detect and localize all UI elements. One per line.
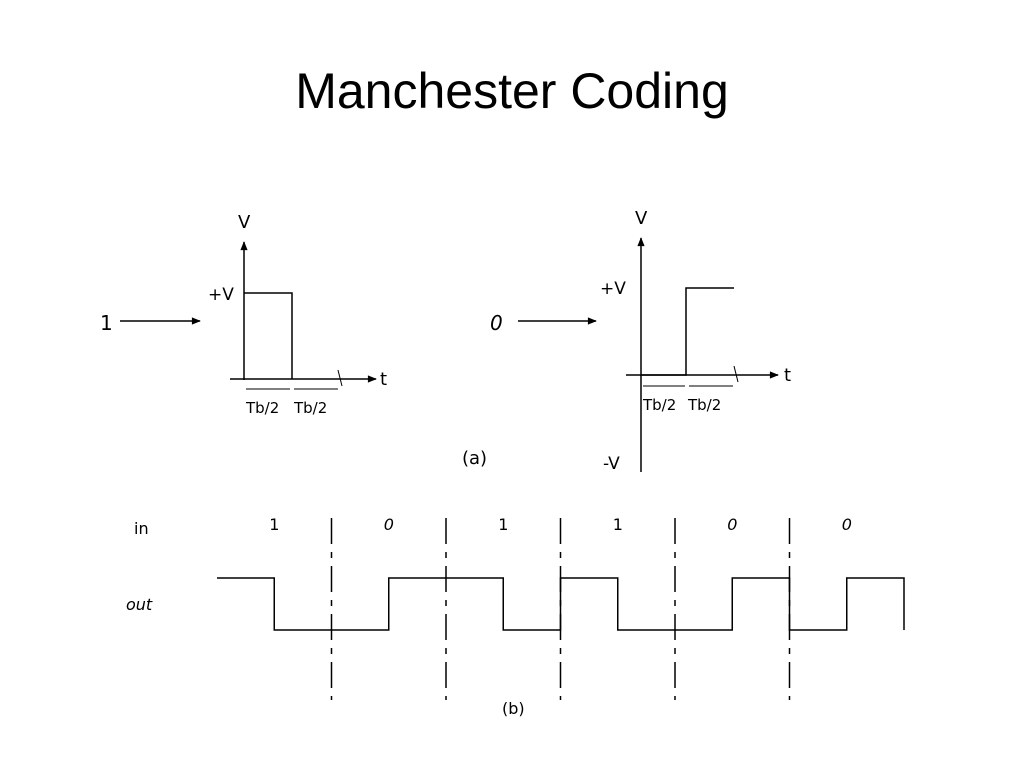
- zero-v-axis-label: V: [635, 208, 648, 229]
- bit-labels: 1 0 1 1 0 0: [269, 515, 852, 534]
- one-v-axis-label: V: [238, 212, 251, 233]
- bit-label: 0: [727, 515, 737, 534]
- one-input-label: 1: [100, 311, 113, 335]
- in-label: in: [134, 519, 149, 538]
- zero-plus-level: +V: [600, 279, 626, 299]
- sequence-diagram: in out 1 0 1 1 0 0 (b): [126, 515, 905, 718]
- zero-minus-level: -V: [603, 454, 620, 474]
- slide-title: Manchester Coding: [295, 63, 729, 119]
- zero-waveform: [641, 287, 734, 376]
- zero-half-period-2: Tb/2: [687, 396, 721, 414]
- zero-t-axis-label: t: [784, 365, 791, 386]
- bit-label: 1: [613, 515, 623, 534]
- one-half-period-2: Tb/2: [293, 399, 327, 417]
- bit-dividers: [330, 518, 791, 700]
- zero-input-label: 0: [490, 311, 503, 335]
- zero-half-period-1: Tb/2: [642, 396, 676, 414]
- part-a-caption: (a): [462, 448, 487, 469]
- output-waveform: [217, 577, 905, 631]
- zero-axis-tick: [733, 365, 739, 383]
- one-t-axis-label: t: [380, 369, 387, 390]
- bit-label: 0: [384, 515, 394, 534]
- one-waveform: [244, 292, 293, 379]
- bit-label: 0: [842, 515, 852, 534]
- part-b-caption: (b): [502, 699, 525, 718]
- out-label: out: [126, 595, 153, 614]
- bit-label: 1: [269, 515, 279, 534]
- one-axis-tick: [337, 369, 343, 387]
- diagram-zero: 0 V t +V -V Tb/2 Tb/2: [490, 208, 791, 474]
- one-half-period-1: Tb/2: [245, 399, 279, 417]
- bit-label: 1: [498, 515, 508, 534]
- diagram-one: 1 V t +V Tb/2 Tb/2: [100, 212, 387, 417]
- one-plus-level: +V: [208, 285, 234, 305]
